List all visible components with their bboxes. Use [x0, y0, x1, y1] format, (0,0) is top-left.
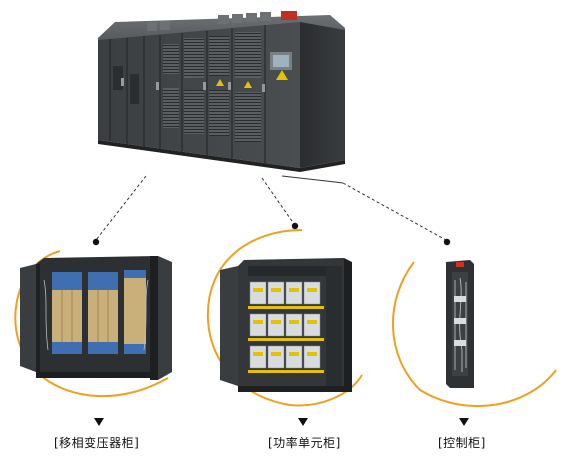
connector-tick-control — [281, 175, 344, 184]
main-cabinet-assembly — [98, 11, 345, 172]
connector-line-power-unit — [261, 177, 295, 225]
down-arrow-power-unit — [298, 418, 308, 426]
connector-line-transformer — [95, 175, 147, 241]
down-arrow-control — [459, 418, 469, 426]
power-unit-cabinet-image — [220, 258, 352, 392]
power-unit-modules — [248, 266, 332, 373]
connector-dot-power-unit — [291, 222, 299, 230]
main-cabinet-vents — [163, 32, 261, 142]
connector-dot-transformer — [92, 238, 100, 246]
control-cabinet-image — [446, 260, 474, 388]
transformer-coils — [52, 270, 146, 354]
connector-line-control — [342, 182, 447, 241]
caption-power-unit-cabinet: [功率单元柜] — [268, 436, 341, 450]
transformer-cabinet-image — [20, 256, 172, 380]
connector-lines — [95, 175, 447, 241]
connector-dot-control — [443, 238, 451, 246]
connector-dots — [92, 222, 451, 246]
arc-control — [391, 261, 557, 408]
caption-transformer-cabinet: [移相变压器柜] — [54, 436, 140, 450]
caption-control-cabinet: [控制柜] — [438, 436, 486, 450]
down-arrow-transformer — [94, 418, 104, 426]
